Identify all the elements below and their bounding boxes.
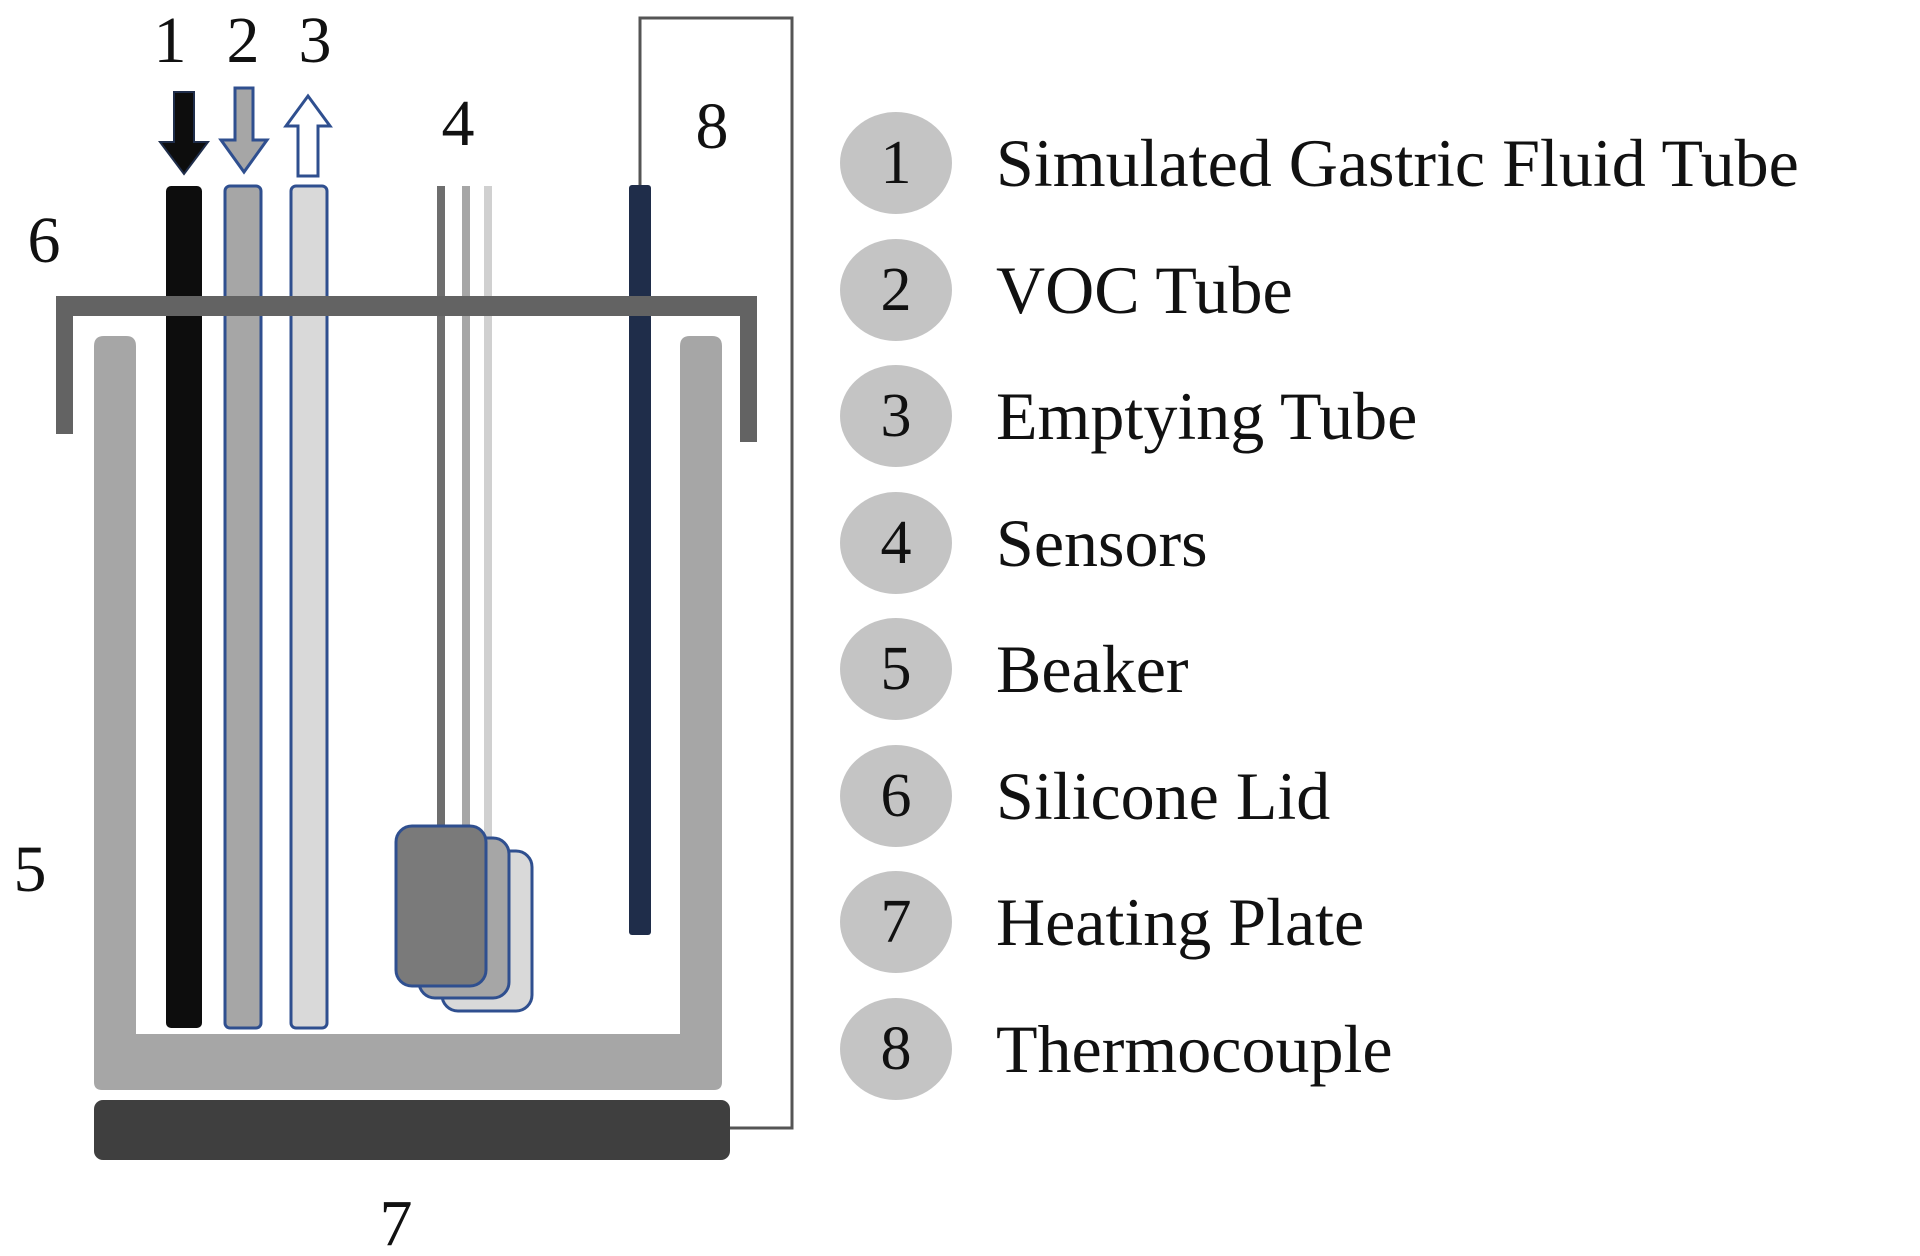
- label-number-6: 6: [28, 204, 61, 277]
- silicone-lid: [56, 296, 757, 442]
- sensor-rod-3: [484, 186, 492, 858]
- outflow-arrow-icon: [283, 93, 333, 178]
- voc-tube: [223, 184, 263, 1030]
- legend-badge: 4: [840, 492, 952, 594]
- label-number-1: 1: [154, 4, 187, 77]
- label-number-2: 2: [227, 4, 260, 77]
- legend-item-emptying-tube: 3 Emptying Tube: [840, 361, 1417, 471]
- legend-label: VOC Tube: [996, 251, 1293, 328]
- legend-item-thermocouple: 8 Thermocouple: [840, 994, 1393, 1104]
- heating-plate: [94, 1100, 730, 1160]
- legend-label: Beaker: [996, 630, 1189, 707]
- legend-badge: 3: [840, 365, 952, 467]
- sensor-rod-2: [462, 186, 470, 844]
- sensor-head-front: [394, 824, 488, 988]
- thermocouple: [629, 185, 651, 935]
- label-number-8: 8: [696, 90, 729, 163]
- emptying-tube: [289, 184, 329, 1030]
- label-number-4: 4: [442, 87, 475, 160]
- legend-label: Emptying Tube: [996, 377, 1418, 454]
- label-number-5: 5: [14, 833, 47, 906]
- legend-label: Thermocouple: [996, 1010, 1393, 1087]
- legend-badge: 7: [840, 871, 952, 973]
- inflow-arrow-icon: [158, 91, 210, 176]
- legend-item-voc-tube: 2 VOC Tube: [840, 235, 1293, 345]
- legend-item-beaker: 5 Beaker: [840, 614, 1189, 724]
- thermocouple-wire: [638, 16, 794, 1130]
- legend-badge: 6: [840, 745, 952, 847]
- label-number-3: 3: [299, 4, 332, 77]
- label-number-7: 7: [380, 1187, 413, 1256]
- legend-label: Heating Plate: [996, 883, 1365, 960]
- legend-label: Simulated Gastric Fluid Tube: [996, 124, 1799, 201]
- legend-item-silicone-lid: 6 Silicone Lid: [840, 741, 1330, 851]
- legend-item-gastric-fluid-tube: 1 Simulated Gastric Fluid Tube: [840, 108, 1799, 218]
- legend-badge: 8: [840, 998, 952, 1100]
- legend-label: Sensors: [996, 504, 1208, 581]
- legend-badge: 2: [840, 239, 952, 341]
- legend-badge: 5: [840, 618, 952, 720]
- legend-item-sensors: 4 Sensors: [840, 488, 1208, 598]
- gastric-fluid-tube: [166, 186, 202, 1028]
- legend-badge: 1: [840, 112, 952, 214]
- voc-flow-arrow-icon: [218, 86, 270, 175]
- legend-item-heating-plate: 7 Heating Plate: [840, 867, 1364, 977]
- legend-label: Silicone Lid: [996, 757, 1331, 834]
- sensor-rod-1: [437, 186, 445, 836]
